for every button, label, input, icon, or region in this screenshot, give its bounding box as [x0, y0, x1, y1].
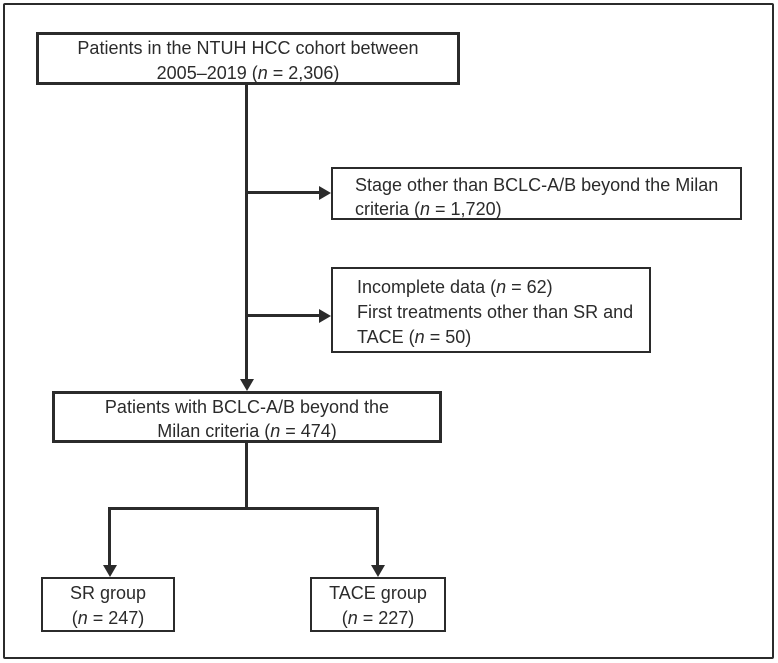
arrowhead-tace-icon	[371, 565, 385, 577]
arrowhead-stage-icon	[319, 186, 331, 200]
box-text-line: criteria (n = 1,720)	[355, 199, 502, 219]
figure-border	[3, 3, 774, 659]
arrowhead-sr-icon	[103, 565, 117, 577]
box-text-line: First treatments other than SR and	[357, 302, 634, 322]
box-text-line: Stage other than BCLC-A/B beyond the Mil…	[355, 175, 719, 195]
connector-stem-top	[245, 85, 248, 380]
connector-split	[108, 507, 379, 510]
box-text-line: Patients in the NTUH HCC cohort between	[77, 38, 419, 58]
box-sr-group: SR group (n = 247)	[41, 577, 175, 632]
connector-drop-tace	[376, 507, 379, 566]
box-excluded-other: Incomplete data (n = 62) First treatments…	[331, 267, 651, 353]
box-excluded-stage: Stage other than BCLC-A/B beyond the Mil…	[331, 167, 742, 220]
box-text-line: (n = 227)	[341, 608, 415, 628]
arrowhead-other-icon	[319, 309, 331, 323]
box-text-line: (n = 247)	[71, 608, 145, 628]
box-tace-group: TACE group (n = 227)	[310, 577, 446, 632]
connector-branch-other	[246, 314, 319, 317]
box-cohort: Patients in the NTUH HCC cohort between 2…	[36, 32, 460, 85]
connector-stem-bottom	[245, 443, 248, 510]
connector-drop-sr	[108, 507, 111, 566]
arrowhead-eligible-icon	[240, 379, 254, 391]
box-text-line: TACE (n = 50)	[357, 327, 472, 347]
box-text-line: TACE group	[329, 583, 427, 603]
box-text-line: Incomplete data (n = 62)	[357, 277, 553, 297]
box-text-line: SR group	[69, 583, 147, 603]
box-text-line: Milan criteria (n = 474)	[157, 421, 337, 441]
connector-branch-stage	[246, 191, 319, 194]
box-text-line: 2005–2019 (n = 2,306)	[156, 63, 340, 83]
box-text-line: Patients with BCLC-A/B beyond the	[104, 397, 390, 417]
